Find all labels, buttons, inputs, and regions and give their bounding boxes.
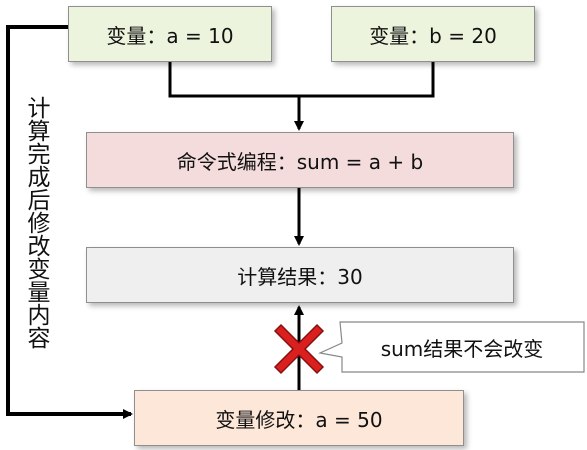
variable-b-label: 变量：b = 20: [369, 23, 497, 48]
variable-b-box: 变量：b = 20: [331, 6, 535, 62]
modify-label: 变量修改：a = 50: [215, 407, 383, 432]
imperative-label: 命令式编程：sum = a + b: [176, 149, 424, 174]
imperative-box: 命令式编程：sum = a + b: [86, 132, 514, 188]
callout-text: sum结果不会改变: [380, 336, 544, 361]
result-box: 计算结果：30: [86, 247, 514, 303]
connector-a: [168, 62, 299, 98]
loop-arrow: [6, 25, 133, 419]
connector-b: [299, 62, 435, 98]
side-label: 计算完成后修改变量内容: [23, 95, 49, 349]
variable-a-label: 变量：a = 10: [106, 23, 234, 48]
red-cross-icon: [273, 323, 325, 375]
callout-bubble: [318, 321, 585, 373]
result-label: 计算结果：30: [237, 264, 363, 289]
modify-box: 变量修改：a = 50: [134, 390, 464, 446]
variable-a-box: 变量：a = 10: [68, 6, 272, 62]
